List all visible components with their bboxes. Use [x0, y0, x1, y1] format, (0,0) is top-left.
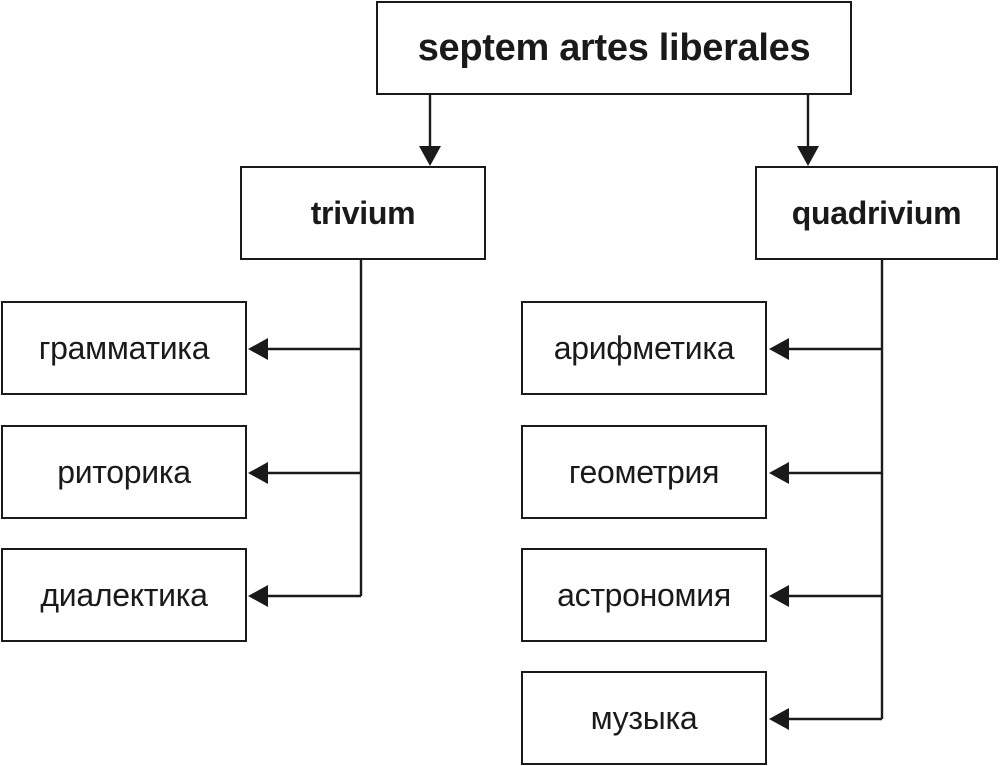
leaf-node-dialektika: диалектика [1, 548, 247, 642]
leaf-node-arifmetika: арифметика [521, 301, 767, 395]
arrowhead-grammatika [248, 338, 268, 360]
arrowhead-quadrivium [797, 146, 819, 166]
leaf-node-label: музыка [590, 699, 698, 736]
arrowhead-astronomiya [769, 585, 789, 607]
leaf-node-label: грамматика [38, 329, 210, 366]
arrowhead-arifmetika [769, 338, 789, 360]
group-node-label: trivium [310, 194, 416, 231]
arrowhead-muzyka [769, 708, 789, 730]
leaf-node-astronomiya: астрономия [521, 548, 767, 642]
group-node-trivium: trivium [240, 166, 486, 260]
group-node-quadrivium: quadrivium [755, 166, 998, 260]
group-node-label: quadrivium [791, 194, 962, 231]
leaf-node-geometriya: геометрия [521, 425, 767, 519]
leaf-node-label: диалектика [40, 576, 208, 613]
leaf-node-muzyka: музыка [521, 671, 767, 765]
root-node-label: septem artes liberales [417, 26, 811, 69]
arrowhead-ritorika [248, 462, 268, 484]
leaf-node-label: арифметика [553, 329, 735, 366]
leaf-node-grammatika: грамматика [1, 301, 247, 395]
leaf-node-label: геометрия [568, 453, 720, 490]
leaf-node-label: астрономия [557, 576, 731, 613]
leaf-node-ritorika: риторика [1, 425, 247, 519]
arrowhead-trivium [419, 146, 441, 166]
arrowhead-geometriya [769, 462, 789, 484]
root-node: septem artes liberales [376, 1, 852, 95]
arrowhead-dialektika [248, 585, 268, 607]
leaf-node-label: риторика [57, 453, 191, 490]
